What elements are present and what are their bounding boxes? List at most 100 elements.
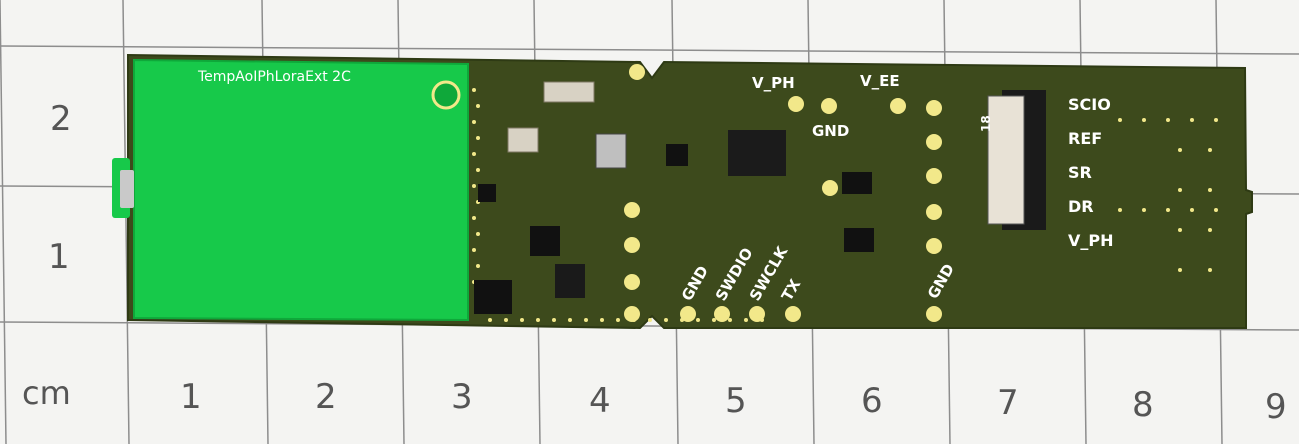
via bbox=[600, 318, 604, 322]
grid-line-v bbox=[0, 0, 7, 444]
ruler-x-7: 7 bbox=[997, 383, 1019, 423]
via bbox=[1166, 118, 1170, 122]
via bbox=[744, 318, 748, 322]
ffc-connector-latch bbox=[987, 95, 1025, 225]
via bbox=[1166, 208, 1170, 212]
ruler-unit: cm bbox=[22, 374, 71, 412]
antenna-copper-area bbox=[133, 58, 469, 322]
via bbox=[504, 318, 508, 322]
test-pad bbox=[629, 64, 645, 80]
label-v-ph-top: V_PH bbox=[752, 74, 795, 92]
ruler-x-2: 2 bbox=[315, 377, 337, 417]
test-pad bbox=[749, 306, 765, 322]
via bbox=[476, 168, 480, 172]
test-pad bbox=[680, 306, 696, 322]
mosfet-2 bbox=[844, 228, 874, 252]
test-pad bbox=[890, 98, 906, 114]
via bbox=[1190, 208, 1194, 212]
grid-line-h bbox=[0, 45, 1299, 55]
board-title: TempAoIPhLoraExt 2C bbox=[197, 69, 351, 85]
test-pad bbox=[624, 202, 640, 218]
via bbox=[1142, 208, 1146, 212]
via bbox=[616, 318, 620, 322]
connector-pin-mark: 18 bbox=[979, 115, 993, 132]
test-pad bbox=[926, 134, 942, 150]
via bbox=[1208, 148, 1212, 152]
test-pad bbox=[624, 306, 640, 322]
mounting-hole bbox=[431, 80, 461, 110]
ruler-x-3: 3 bbox=[451, 377, 473, 417]
via bbox=[1178, 148, 1182, 152]
ruler-x-4: 4 bbox=[589, 381, 611, 421]
ruler-x-5: 5 bbox=[725, 381, 747, 421]
label-gnd-top: GND bbox=[812, 122, 849, 140]
inductor bbox=[474, 280, 512, 314]
via bbox=[1178, 228, 1182, 232]
regulator-ic bbox=[530, 226, 560, 256]
via bbox=[1178, 268, 1182, 272]
via bbox=[476, 104, 480, 108]
ruler-x-9: 9 bbox=[1265, 387, 1287, 427]
via bbox=[1178, 188, 1182, 192]
via bbox=[488, 318, 492, 322]
small-ic-1 bbox=[666, 144, 688, 166]
via bbox=[472, 120, 476, 124]
via bbox=[584, 318, 588, 322]
connector-label-scio: SCIO bbox=[1068, 95, 1111, 114]
test-pad bbox=[714, 306, 730, 322]
via bbox=[472, 88, 476, 92]
via bbox=[520, 318, 524, 322]
components bbox=[474, 81, 1046, 314]
via bbox=[1142, 118, 1146, 122]
via bbox=[1214, 208, 1218, 212]
ruler-x-8: 8 bbox=[1132, 385, 1154, 425]
via bbox=[472, 248, 476, 252]
test-pad bbox=[788, 96, 804, 112]
crystal bbox=[543, 81, 595, 103]
via bbox=[472, 184, 476, 188]
main-ic bbox=[728, 130, 786, 176]
via bbox=[712, 318, 716, 322]
sensor-ic bbox=[595, 133, 627, 169]
ruler-y-1: 1 bbox=[48, 237, 70, 277]
ruler-y-2: 2 bbox=[50, 99, 72, 139]
test-pad bbox=[926, 238, 942, 254]
test-pad bbox=[624, 274, 640, 290]
ruler-x-numbers: 1 2 3 4 5 6 7 8 9 bbox=[180, 377, 1287, 427]
grid-line-v bbox=[122, 0, 130, 444]
via bbox=[696, 318, 700, 322]
test-pads bbox=[624, 64, 942, 322]
via bbox=[664, 318, 668, 322]
oscillator bbox=[507, 127, 539, 153]
via bbox=[536, 318, 540, 322]
power-ic bbox=[555, 264, 585, 298]
test-pad bbox=[926, 100, 942, 116]
small-ic-2 bbox=[478, 184, 496, 202]
side-tab-clip bbox=[120, 170, 134, 208]
via bbox=[1118, 118, 1122, 122]
via bbox=[1214, 118, 1218, 122]
via bbox=[476, 264, 480, 268]
via bbox=[552, 318, 556, 322]
label-v-ee: V_EE bbox=[860, 72, 900, 90]
connector-label-sr: SR bbox=[1068, 163, 1092, 182]
via bbox=[1190, 118, 1194, 122]
ruler-x-1: 1 bbox=[180, 377, 202, 417]
ruler-x-6: 6 bbox=[861, 381, 883, 421]
test-pad bbox=[624, 237, 640, 253]
via bbox=[728, 318, 732, 322]
test-pad bbox=[926, 168, 942, 184]
via bbox=[648, 318, 652, 322]
via bbox=[472, 216, 476, 220]
pcb-board bbox=[112, 53, 1253, 330]
test-pad bbox=[785, 306, 801, 322]
via bbox=[1208, 188, 1212, 192]
via bbox=[568, 318, 572, 322]
mosfet-1 bbox=[842, 172, 872, 194]
via bbox=[1208, 228, 1212, 232]
via bbox=[476, 232, 480, 236]
via bbox=[476, 136, 480, 140]
connector-label-ref: REF bbox=[1068, 129, 1102, 148]
via bbox=[1118, 208, 1122, 212]
